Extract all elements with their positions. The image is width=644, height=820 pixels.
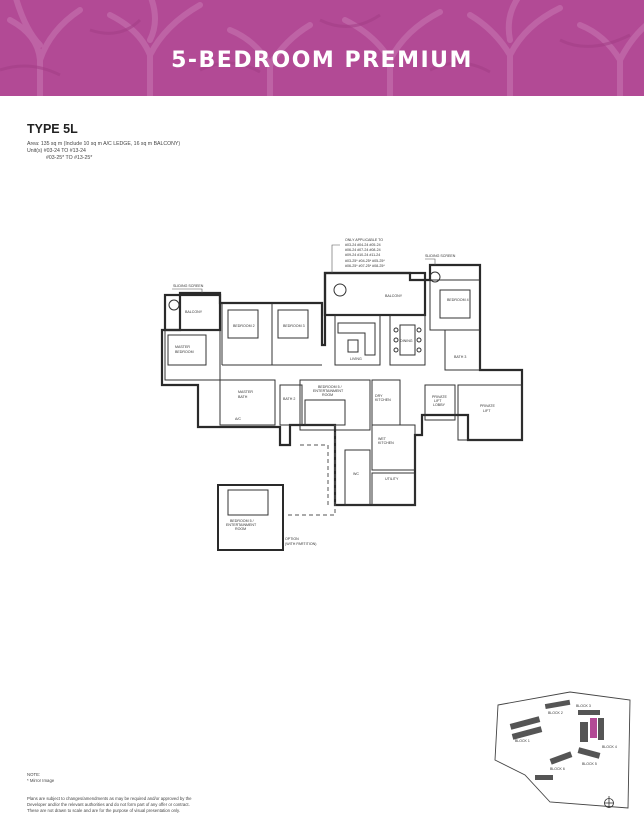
- label-living: LIVING: [350, 357, 362, 361]
- key-plan-site-map: BLOCK 1 BLOCK 2 BLOCK 3 BLOCK 4 BLOCK 5 …: [494, 691, 631, 809]
- label-private-lift-2: LIFT: [483, 409, 491, 413]
- callout-line-1: ONLY APPLICABLE TO: [345, 238, 383, 242]
- tree-pattern-decoration: [0, 0, 644, 96]
- callout-line-6: #06-25* #07-25* #08-25*: [345, 264, 385, 268]
- label-sliding-screen-left: SLIDING SCREEN: [173, 284, 204, 288]
- header-banner: 5-BEDROOM PREMIUM: [0, 0, 644, 96]
- key-block-6: BLOCK 6: [550, 767, 565, 771]
- key-block-5: BLOCK 5: [582, 762, 597, 766]
- callout-line-3: #06-24 #07-24 #08-24: [345, 248, 381, 252]
- callout-line-5: #03-25* #04-25* #05-25*: [345, 259, 385, 263]
- floor-plan: ONLY APPLICABLE TO #03-24 #04-24 #05-24 …: [160, 238, 524, 551]
- label-balcony-left: BALCONY: [185, 310, 203, 314]
- key-block-1: BLOCK 1: [515, 739, 530, 743]
- key-block-4: BLOCK 4: [602, 745, 617, 749]
- key-block-3: BLOCK 3: [576, 704, 591, 708]
- label-option-bedroom-1: BEDROOM 5 /: [230, 519, 254, 523]
- label-bedroom5-2: ENTERTAINMENT: [313, 389, 344, 393]
- unit-numbers-text: Unit(s) #03-24 TO #13-24: [27, 148, 86, 154]
- label-lift-lobby-2: LIFT: [434, 399, 442, 403]
- notes-heading: NOTE:: [27, 772, 41, 777]
- label-lift-lobby-1: PRIVATE: [432, 395, 447, 399]
- label-wet-kitchen-1: WET: [378, 437, 387, 441]
- unit-type-title: TYPE 5L: [27, 122, 78, 136]
- label-master-bedroom-1: MASTER: [175, 345, 190, 349]
- label-bedroom5-1: BEDROOM 5 /: [318, 385, 342, 389]
- label-dining: DINING: [400, 339, 413, 343]
- label-wet-kitchen-2: KITCHEN: [378, 441, 394, 445]
- label-bath-2: BATH 2: [283, 397, 295, 401]
- label-option-bedroom-3: ROOM: [235, 527, 246, 531]
- label-option-2: (WITH PARTITION): [285, 542, 316, 546]
- notes-disclaimer-3: These are not drawn to scale and are for…: [27, 808, 181, 813]
- label-master-bath-1: MASTER: [238, 390, 253, 394]
- key-block-2: BLOCK 2: [548, 711, 563, 715]
- label-wc: WC: [353, 472, 359, 476]
- label-balcony-top: BALCONY: [385, 294, 403, 298]
- unit-numbers-mirror-text: #03-25* TO #13-25*: [46, 155, 93, 161]
- notes-mirror-image: * Mirror Image: [27, 778, 55, 783]
- label-bath-3: BATH 3: [454, 355, 466, 359]
- notes-disclaimer-2: Developer and/or the relevant authoritie…: [27, 802, 190, 807]
- label-master-bath-2: BATH: [238, 395, 248, 399]
- callout-line-2: #03-24 #04-24 #05-24: [345, 243, 381, 247]
- label-private-lift-1: PRIVATE: [480, 404, 495, 408]
- label-dry-kitchen-1: DRY: [375, 394, 383, 398]
- label-option-bedroom-2: ENTERTAINMENT: [226, 523, 257, 527]
- callout-line-4: #09-24 #10-24 #11-24: [345, 253, 380, 257]
- label-bedroom-2: BEDROOM 2: [233, 324, 255, 328]
- label-utility: UTILITY: [385, 477, 399, 481]
- page-title: 5-BEDROOM PREMIUM: [171, 48, 473, 73]
- notes-disclaimer-1: Plans are subject to changes/amendments …: [27, 796, 192, 801]
- label-lift-lobby-3: LOBBY: [433, 403, 446, 407]
- label-dry-kitchen-2: KITCHEN: [375, 398, 391, 402]
- unit-area-text: Area: 135 sq m (Include 10 sq m A/C LEDG…: [27, 141, 181, 147]
- label-bedroom-4: BEDROOM 4: [447, 298, 469, 302]
- unit-location-highlight: [590, 718, 597, 738]
- north-compass-icon: [604, 796, 614, 808]
- label-option-1: OPTION: [285, 537, 299, 541]
- label-sliding-screen-right: SLIDING SCREEN: [425, 254, 456, 258]
- label-bedroom-3: BEDROOM 3: [283, 324, 305, 328]
- label-bedroom5-3: ROOM: [322, 393, 333, 397]
- label-ac-ledge: A/C: [235, 417, 241, 421]
- label-master-bedroom-2: BEDROOM: [175, 350, 194, 354]
